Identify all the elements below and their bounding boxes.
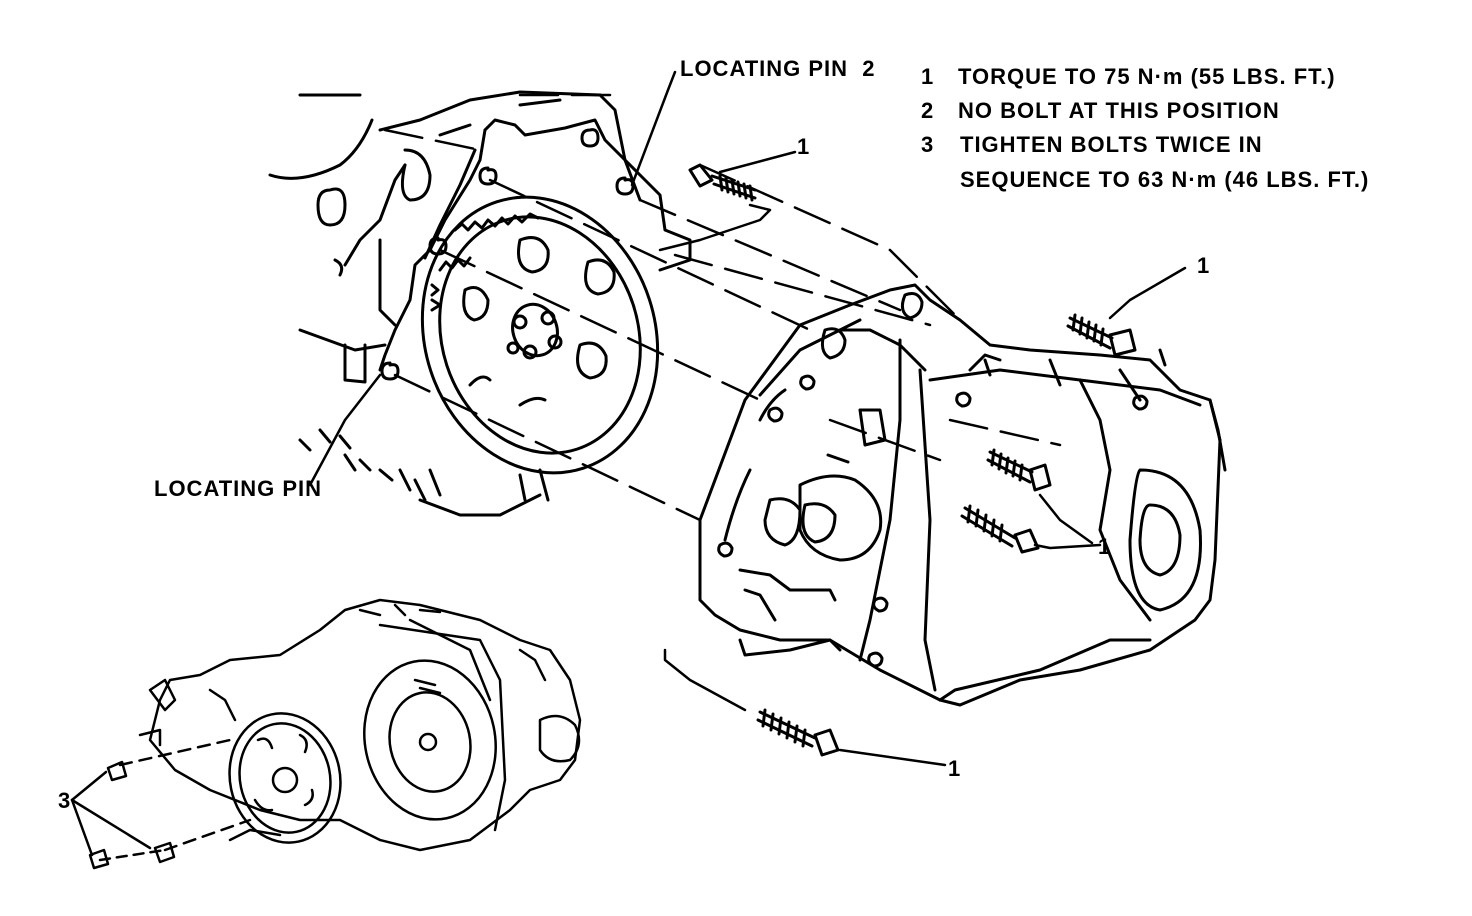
locating-pin-2-number: 2 [862,56,876,81]
callout-1-right: 1 [1098,534,1112,559]
engine-block [268,90,642,517]
label-locating-pin-2: LOCATING PIN 2 [680,58,876,80]
alignment-dash-lines [383,93,1062,522]
note-1-text: TORQUE TO 75 N·m (55 LBS. FT.) [958,64,1336,89]
callout-1-bottom: 1 [948,756,962,781]
bolt-top [688,163,757,202]
callout-1-top: 1 [797,134,811,159]
bolt-right-low [960,504,1040,554]
note-2-number: 2 [921,98,935,123]
note-1-number: 1 [921,64,935,89]
engine-flange [378,118,692,381]
transaxle-main [698,283,1227,707]
note-2-text: NO BOLT AT THIS POSITION [958,98,1280,123]
inset-assembly [70,598,582,870]
bolt-right-upper [1066,313,1137,357]
bolt-bottom [756,708,840,757]
locating-pin-2-text: LOCATING PIN [680,56,849,81]
note-3-number: 3 [921,132,935,157]
callout-1-upper-right: 1 [1197,253,1211,278]
label-locating-pin: LOCATING PIN [154,476,323,501]
bolt-right-mid [986,448,1052,492]
flexplate [420,195,660,475]
leader-lines [308,70,1187,767]
note-3-text: TIGHTEN BOLTS TWICE IN [960,132,1263,157]
callout-3-inset: 3 [58,788,72,813]
note-3-continuation: SEQUENCE TO 63 N·m (46 LBS. FT.) [960,167,1370,192]
